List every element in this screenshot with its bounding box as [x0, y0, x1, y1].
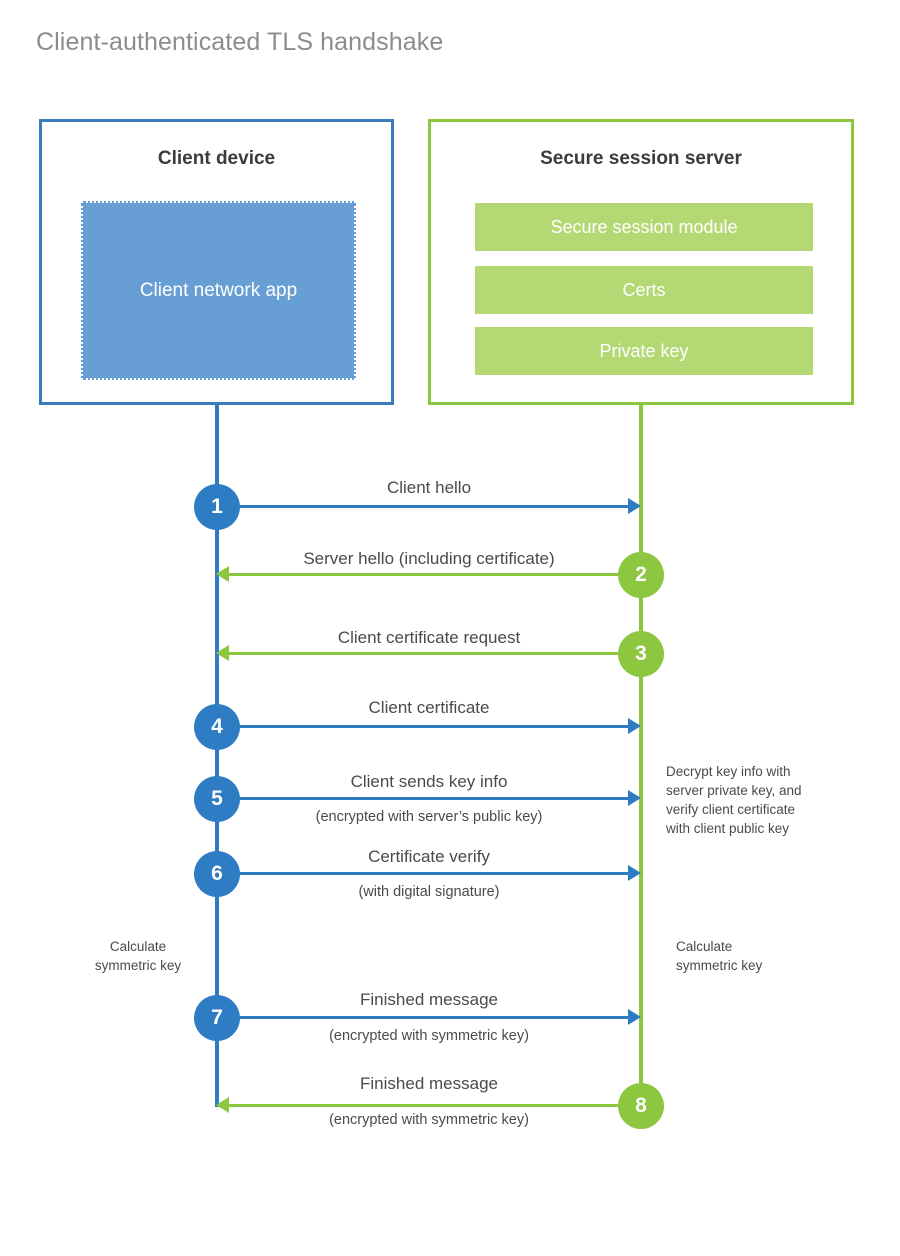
client-network-app-label: Client network app	[139, 279, 298, 301]
server-module-secure-session-module: Secure session module	[475, 203, 813, 251]
step-1-label: Client hello	[386, 478, 472, 497]
step-7-number: 7	[211, 1006, 223, 1029]
step-1-arrow-line	[217, 505, 628, 508]
step-5-arrow-line	[217, 797, 628, 800]
step-6-arrow-head-icon	[628, 865, 641, 881]
step-8-arrow-head-icon	[216, 1097, 229, 1113]
step-8-circle[interactable]: 8	[618, 1083, 664, 1129]
step-6-label: Certificate verify	[368, 847, 490, 866]
step-7-sublabel: (encrypted with symmetric key)	[329, 1028, 529, 1044]
step-5-arrow-head-icon	[628, 790, 641, 806]
server-decrypt-note: Decrypt key info with server private key…	[666, 764, 802, 837]
server-module-label: Certs	[622, 279, 666, 300]
step-1-arrow-head-icon	[628, 498, 641, 514]
step-3-number: 3	[635, 642, 647, 665]
step-5-sublabel: (encrypted with server’s public key)	[315, 809, 543, 825]
step-7-arrow-line	[217, 1016, 628, 1019]
step-2-arrow-head-icon	[216, 566, 229, 582]
step-7-label: Finished message	[360, 990, 498, 1009]
server-module-label: Secure session module	[550, 216, 738, 237]
server-module-certs: Certs	[475, 266, 813, 314]
step-5-number: 5	[211, 787, 223, 810]
step-5-label: Client sends key info	[350, 772, 508, 791]
step-6-circle[interactable]: 6	[194, 851, 240, 897]
step-7-circle[interactable]: 7	[194, 995, 240, 1041]
step-6-arrow-line	[217, 872, 628, 875]
step-3-circle[interactable]: 3	[618, 631, 664, 677]
step-8-number: 8	[635, 1094, 647, 1117]
secure-session-server-title: Secure session server	[540, 148, 742, 169]
client-device-title: Client device	[157, 148, 276, 169]
secure-session-server-box: Secure session server Secure session mod…	[428, 119, 854, 405]
step-3-arrow-line	[229, 652, 641, 655]
client-device-box: Client device Client network app	[39, 119, 394, 405]
step-4-circle[interactable]: 4	[194, 704, 240, 750]
step-4-label: Client certificate	[368, 698, 490, 717]
server-lifeline	[639, 405, 643, 1107]
page-title: Client-authenticated TLS handshake	[36, 28, 444, 56]
step-7-arrow-head-icon	[628, 1009, 641, 1025]
client-calculate-symmetric-key-note: Calculate symmetric key	[94, 939, 182, 974]
step-6-sublabel: (with digital signature)	[358, 884, 500, 900]
step-1-circle[interactable]: 1	[194, 484, 240, 530]
step-4-arrow-line	[217, 725, 628, 728]
step-3-label: Client certificate request	[337, 628, 521, 647]
step-2-number: 2	[635, 563, 647, 586]
step-2-circle[interactable]: 2	[618, 552, 664, 598]
server-module-private-key: Private key	[475, 327, 813, 375]
step-2-label: Server hello (including certificate)	[303, 549, 555, 568]
step-3-arrow-head-icon	[216, 645, 229, 661]
step-4-arrow-head-icon	[628, 718, 641, 734]
step-8-arrow-line	[229, 1104, 641, 1107]
client-network-app-block: Client network app	[81, 201, 356, 380]
client-lifeline	[215, 405, 219, 1107]
step-8-label: Finished message	[360, 1074, 498, 1093]
step-8-sublabel: (encrypted with symmetric key)	[329, 1112, 529, 1128]
server-calculate-symmetric-key-note: Calculate symmetric key	[676, 939, 763, 974]
step-5-circle[interactable]: 5	[194, 776, 240, 822]
step-1-number: 1	[211, 495, 223, 518]
step-2-arrow-line	[229, 573, 641, 576]
server-module-label: Private key	[599, 340, 689, 361]
step-6-number: 6	[211, 862, 223, 885]
step-4-number: 4	[211, 715, 223, 738]
